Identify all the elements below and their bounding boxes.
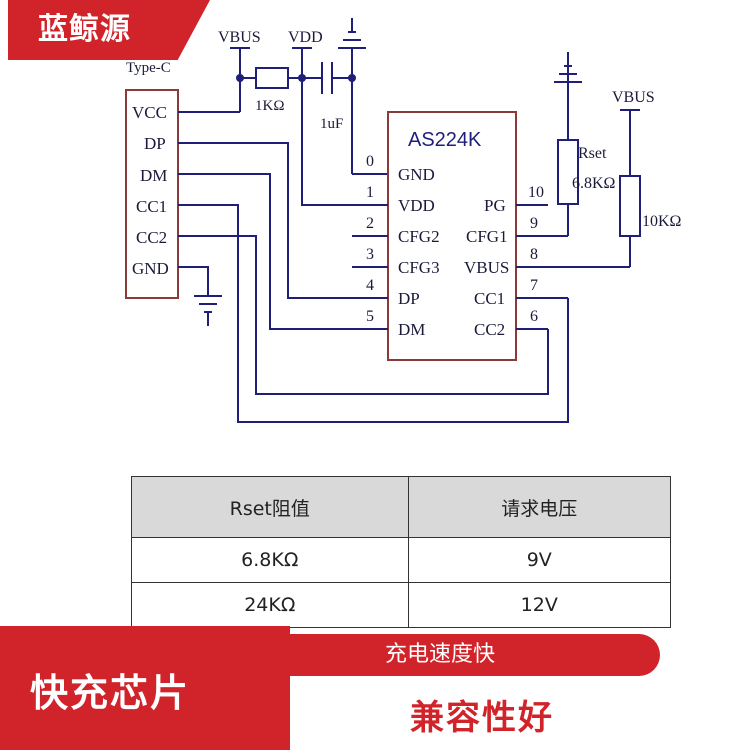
table-header-rset: Rset阻值 — [131, 476, 409, 538]
cc2-wire — [178, 235, 549, 395]
pin-num-9: 9 — [530, 215, 538, 232]
pin-name-cfg2: CFG2 — [398, 227, 440, 246]
connector-pin-cc1: CC1 — [136, 197, 167, 216]
vdd-label: VDD — [288, 29, 323, 46]
table-cell: 24KΩ — [131, 582, 409, 628]
pin-name-dp: DP — [398, 289, 420, 308]
chip-as224k — [387, 111, 517, 361]
connector-pin-cc2: CC2 — [136, 228, 167, 247]
pin-name-cc1: CC1 — [474, 289, 505, 308]
vbus-top-label: VBUS — [218, 29, 261, 46]
tagline-charging-speed: 充电速度快 — [385, 642, 496, 667]
pin-name-vdd: VDD — [398, 196, 435, 215]
pin-name-pg: PG — [484, 196, 506, 215]
tagline-fast-chip: 快充芯片 — [30, 671, 191, 715]
pin-num-0: 0 — [366, 153, 374, 170]
pin-num-10: 10 — [528, 184, 544, 201]
c1-value: 1uF — [320, 116, 343, 132]
pin-name-cc2: CC2 — [474, 320, 505, 339]
table-cell: 12V — [407, 582, 672, 628]
pin-name-gnd: GND — [398, 165, 435, 184]
resistor-pullup — [619, 175, 641, 237]
table-row: 24KΩ 12V — [131, 582, 672, 628]
dm-wire — [178, 173, 352, 330]
pin-num-5: 5 — [366, 308, 374, 325]
connector-pin-dm: DM — [140, 166, 167, 185]
rset-value: 6.8KΩ — [572, 175, 616, 192]
chip-name: AS224K — [408, 129, 482, 151]
connector-gnd-wire — [178, 266, 209, 296]
pin-num-6: 6 — [530, 308, 538, 325]
vdd-to-chip-wire — [301, 78, 370, 206]
table-cell: 9V — [407, 537, 672, 583]
r1-value: 1KΩ — [255, 98, 284, 114]
pullup-value: 10KΩ — [642, 213, 682, 230]
rset-name: Rset — [578, 145, 607, 162]
vbus-right-label: VBUS — [612, 89, 655, 106]
tagline-compatibility: 兼容性好 — [410, 698, 554, 738]
pin-num-2: 2 — [366, 215, 374, 232]
pin-num-1: 1 — [366, 184, 374, 201]
pin-name-cfg1: CFG1 — [466, 227, 508, 246]
connector-label: Type-C — [126, 60, 171, 76]
resistor-r1 — [255, 67, 289, 89]
dp-wire — [178, 142, 352, 299]
resistor-rset — [557, 139, 579, 205]
table-cell: 6.8KΩ — [131, 537, 409, 583]
connector-pin-gnd: GND — [132, 259, 169, 278]
brand-name: 蓝鲸源 — [38, 12, 131, 47]
cc1-wire — [178, 204, 569, 423]
table-header-row: Rset阻值 请求电压 — [131, 476, 672, 538]
connector-pin-vcc: VCC — [132, 103, 167, 122]
pin-num-7: 7 — [530, 277, 538, 294]
circuit-schematic: Type-C VCC DP DM CC1 CC2 GND VBUS 1KΩ VD… — [125, 18, 682, 423]
pin-name-dm: DM — [398, 320, 425, 339]
tagline-bar — [262, 634, 660, 676]
rset-voltage-table: Rset阻值 请求电压 6.8KΩ 9V 24KΩ 12V — [131, 476, 672, 628]
gnd-node — [348, 74, 356, 82]
pin-name-vbus: VBUS — [464, 258, 509, 277]
table-header-voltage: 请求电压 — [407, 476, 672, 538]
pin-num-3: 3 — [366, 246, 374, 263]
pin-num-4: 4 — [366, 277, 374, 294]
pin-num-8: 8 — [530, 246, 538, 263]
typec-connector — [125, 89, 179, 299]
tagline-block — [0, 626, 290, 750]
table-row: 6.8KΩ 9V — [131, 537, 672, 583]
brand-banner: 蓝鲸源 — [8, 0, 210, 60]
connector-pin-dp: DP — [144, 134, 166, 153]
pin-name-cfg3: CFG3 — [398, 258, 440, 277]
